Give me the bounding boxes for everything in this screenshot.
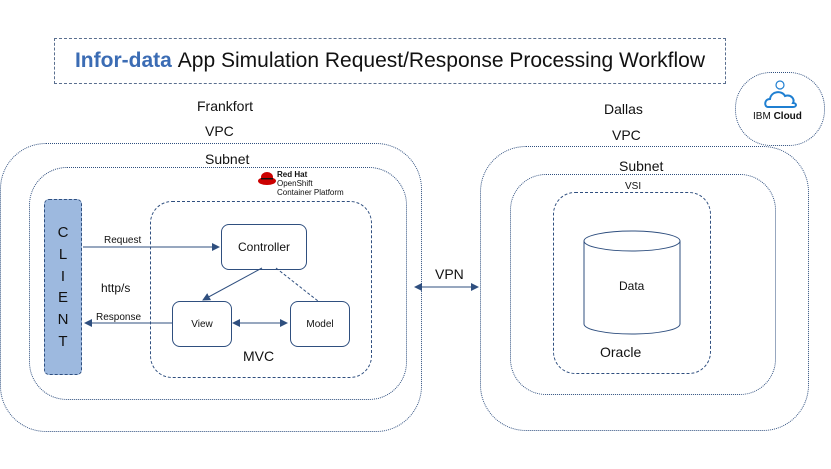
left-vpc-label: VPC xyxy=(205,123,234,139)
region-frankfort: Frankfort xyxy=(197,98,254,114)
client-letter: I xyxy=(60,267,66,285)
ibm-brand: IBM xyxy=(753,111,771,122)
right-vpc-container xyxy=(480,146,809,431)
view-label: View xyxy=(191,318,213,330)
response-label: Response xyxy=(96,312,142,323)
vpn-label: VPN xyxy=(435,266,464,282)
container-platform-text: Container Platform xyxy=(277,188,344,197)
openshift-text: OpenShift xyxy=(277,179,313,188)
right-subnet-container xyxy=(510,174,776,395)
title-text: App Simulation Request/Response Processi… xyxy=(177,49,706,72)
right-vpc-label: VPC xyxy=(612,127,641,143)
controller-box: Controller xyxy=(221,224,307,270)
protocol-label: http/s xyxy=(101,281,131,295)
client-letter: E xyxy=(57,289,68,307)
mvc-label: MVC xyxy=(243,348,275,364)
model-label: Model xyxy=(306,318,334,330)
client-letter: L xyxy=(58,245,68,263)
ibm-cloud-badge: IBM Cloud xyxy=(735,72,825,146)
right-subnet-label: Subnet xyxy=(619,158,664,174)
db-label: Data xyxy=(619,279,645,293)
view-box: View xyxy=(172,301,232,347)
mvc-container xyxy=(150,201,372,378)
ibm-cloud-icon xyxy=(764,80,797,108)
left-subnet-label: Subnet xyxy=(205,151,250,167)
vsi-container xyxy=(553,192,711,374)
model-box: Model xyxy=(290,301,350,347)
vsi-label: VSI xyxy=(625,181,642,192)
controller-label: Controller xyxy=(237,240,291,254)
oracle-label: Oracle xyxy=(600,344,642,360)
client-letter: T xyxy=(58,333,68,351)
redhat-text: Red Hat xyxy=(277,170,308,179)
region-dallas: Dallas xyxy=(604,101,643,117)
ibm-cloud-text: IBM Cloud xyxy=(753,111,802,122)
client-letter: N xyxy=(57,311,69,329)
left-subnet-container xyxy=(29,167,407,400)
redhat-icon xyxy=(258,172,276,185)
ibm-product: Cloud xyxy=(773,111,802,122)
diagram-title: Infor-data App Simulation Request/Respon… xyxy=(54,38,726,84)
request-label: Request xyxy=(104,235,142,246)
title-accent: Infor-data xyxy=(74,49,172,72)
client-box: C L I E N T xyxy=(44,199,82,375)
client-letter: C xyxy=(57,223,69,241)
